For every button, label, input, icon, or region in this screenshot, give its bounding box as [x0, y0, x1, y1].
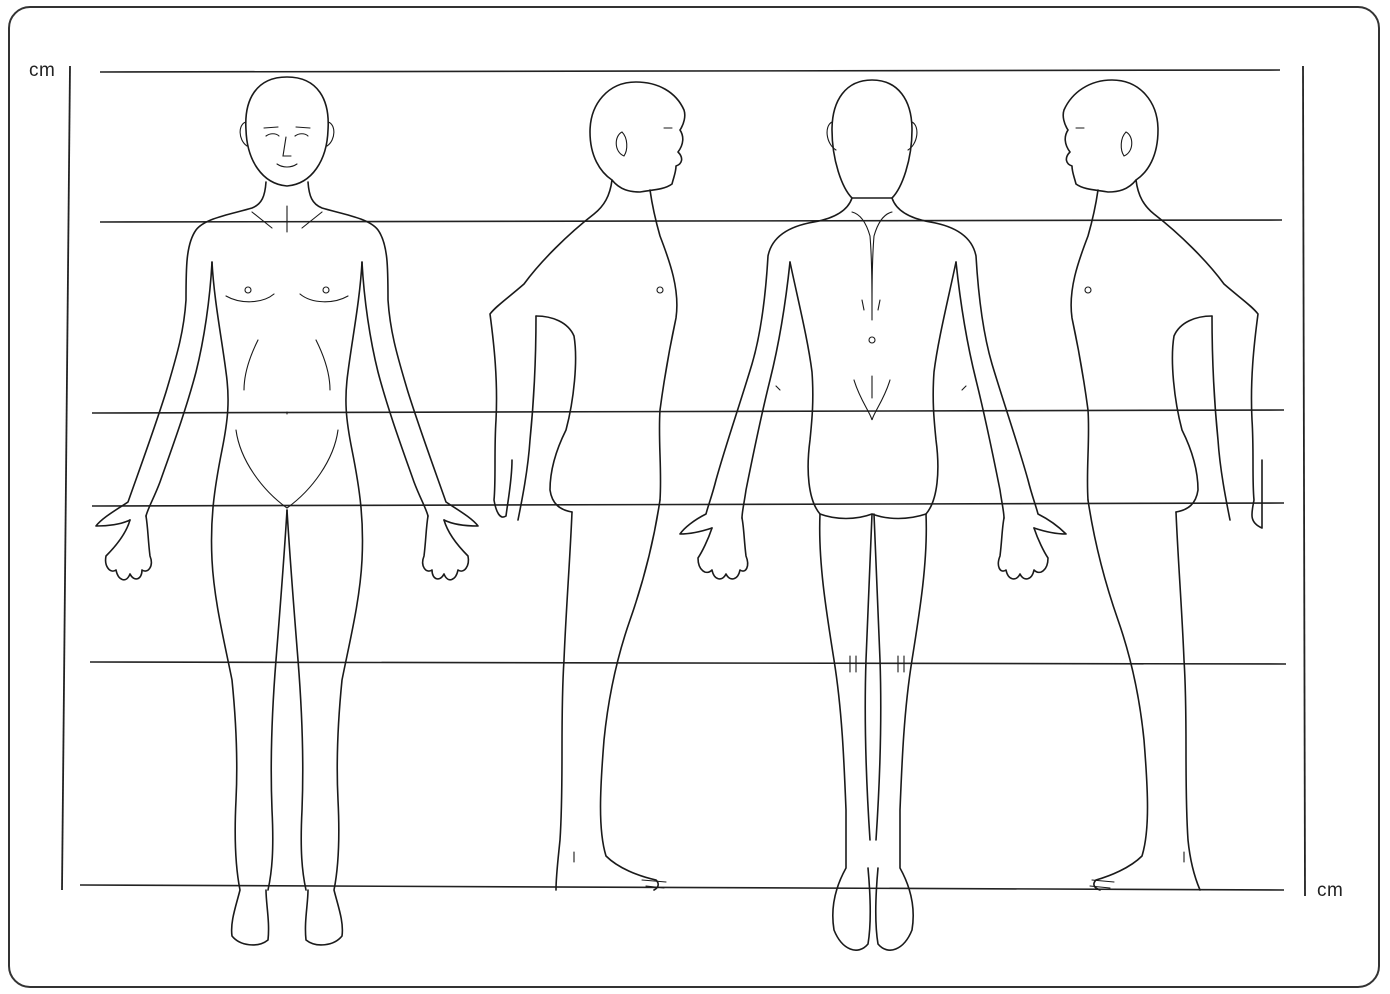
reference-line-5: [90, 662, 1286, 664]
reference-line-3: [92, 410, 1284, 413]
body-right-side-view-icon: [490, 82, 685, 890]
horizontal-reference-lines: [80, 70, 1286, 890]
reference-line-2: [100, 220, 1282, 222]
body-left-side-view-icon: [1063, 80, 1262, 890]
body-back-view-icon: [680, 80, 1066, 950]
reference-line-1: [100, 70, 1280, 72]
left-vertical-scale-axis: [62, 66, 70, 890]
right-vertical-scale-axis: [1303, 66, 1305, 896]
reference-line-4: [92, 503, 1284, 506]
body-front-view-icon: [96, 77, 478, 945]
